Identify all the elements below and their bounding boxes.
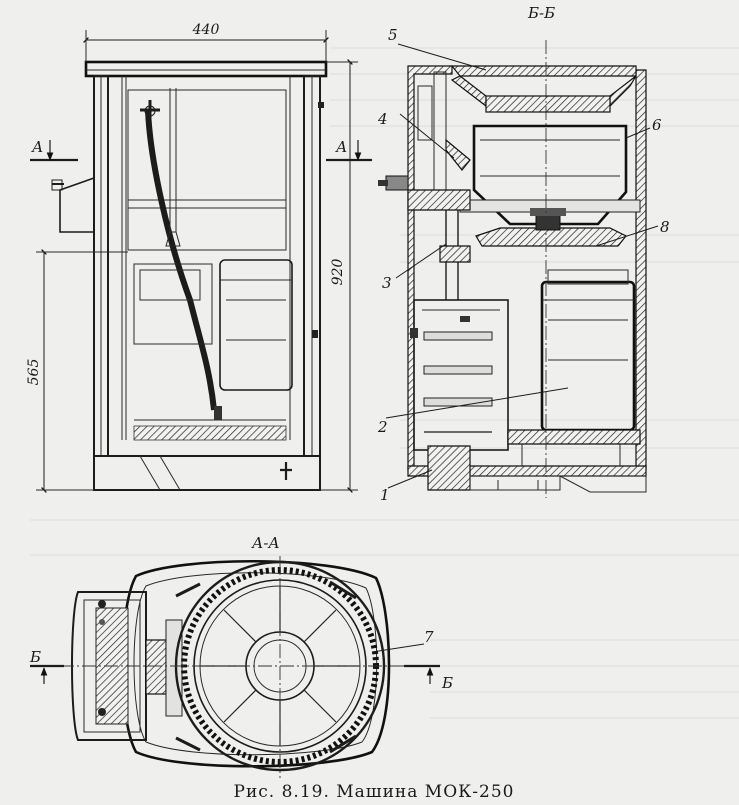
callout-1: 1 <box>380 469 433 504</box>
callout-1-label: 1 <box>380 486 390 504</box>
height-lower-dimension: 565 <box>26 359 42 386</box>
callout-7-label: 7 <box>424 628 434 646</box>
callout-2-label: 2 <box>377 418 388 436</box>
plan-aa-view: А-А <box>29 534 453 778</box>
callout-8: 8 <box>595 218 670 247</box>
callout-6: 6 <box>625 116 662 139</box>
callout-5-label: 5 <box>388 26 398 44</box>
section-mark-a-right: А <box>335 138 347 156</box>
width-dimension: 440 <box>192 22 220 38</box>
section-bb-title: Б-Б <box>527 4 555 22</box>
callout-5: 5 <box>388 26 487 71</box>
callout-3-label: 3 <box>382 274 392 292</box>
figure-caption: Рис. 8.19. Машина МОК-250 <box>234 782 515 802</box>
side-view: 440 920 565 А А <box>26 22 372 493</box>
callout-2: 2 <box>377 387 569 436</box>
height-total-dimension: 920 <box>330 259 346 286</box>
section-bb-view: Б-Б <box>377 4 670 504</box>
callout-8-label: 8 <box>660 218 670 236</box>
section-mark-b-left: Б <box>29 648 41 666</box>
callout-4-label: 4 <box>377 110 388 128</box>
section-mark-b-right: Б <box>441 674 453 692</box>
callout-4: 4 <box>377 110 455 159</box>
callout-6-label: 6 <box>652 116 662 134</box>
callout-7: 7 <box>371 628 434 653</box>
section-mark-a-left: А <box>31 138 43 156</box>
callout-3: 3 <box>382 243 447 292</box>
plan-aa-title: А-А <box>251 534 280 552</box>
